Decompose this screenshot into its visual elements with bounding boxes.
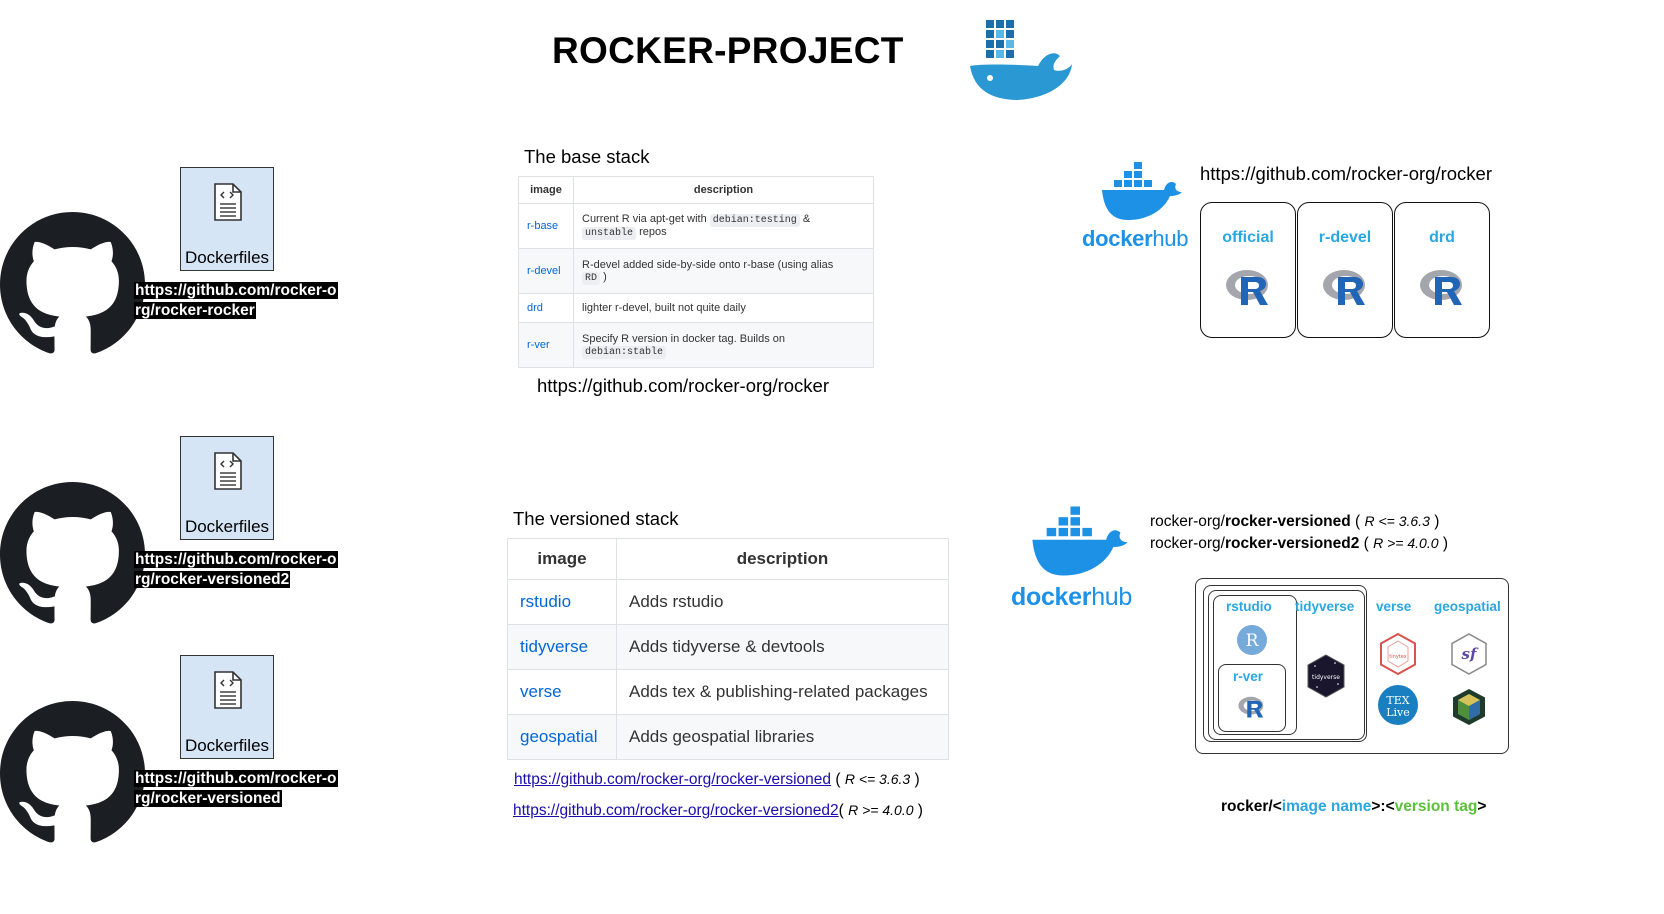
geospatial-label: geospatial — [1434, 599, 1501, 614]
docker-whale-icon — [1100, 160, 1184, 227]
rocker-versioned2-link[interactable]: https://github.com/rocker-org/rocker-ver… — [513, 802, 839, 819]
svg-text:tidyverse: tidyverse — [1312, 674, 1340, 681]
table-cell: Adds rstudio — [616, 579, 949, 625]
image-link[interactable]: tidyverse — [507, 624, 617, 670]
table-header: description — [573, 176, 874, 204]
rocker-logo-icon — [968, 20, 1074, 107]
image-card-official[interactable]: official — [1200, 202, 1296, 338]
texlive-icon: TEX Live — [1377, 684, 1419, 731]
tidyverse-hex-icon: tidyverse — [1307, 654, 1345, 703]
rstudio-icon: R — [1236, 624, 1268, 661]
svg-text:R: R — [1246, 631, 1260, 651]
image-link[interactable]: rstudio — [507, 579, 617, 625]
rstudio-label: rstudio — [1226, 599, 1272, 614]
dockerfiles-label: Dockerfiles — [184, 517, 270, 536]
base-stack-table: image description r-base Current R via a… — [518, 176, 874, 368]
versioned2-link-line: https://github.com/rocker-org/rocker-ver… — [513, 802, 923, 819]
table-row: tidyverse Adds tidyverse & devtools — [507, 624, 949, 670]
table-cell: Current R via apt-get with debian:testin… — [573, 203, 874, 249]
r-logo-icon — [1420, 270, 1462, 305]
rstudio-box[interactable] — [1213, 595, 1297, 735]
table-row: drd lighter r-devel, built not quite dai… — [518, 293, 874, 323]
table-header: image — [507, 538, 617, 580]
verse-label: verse — [1376, 599, 1412, 614]
docker-hub-logo: dockerhub — [1082, 226, 1189, 251]
image-link[interactable]: r-ver — [518, 322, 574, 368]
tinytex-hex-icon: tinytex — [1380, 632, 1416, 680]
rocker-versioned-link[interactable]: https://github.com/rocker-org/rocker-ver… — [514, 771, 832, 788]
table-row: r-ver Specify R version in docker tag. B… — [518, 322, 874, 368]
github-url[interactable]: https://github.com/rocker-o rg/rocker-ve… — [134, 770, 338, 807]
page-title: ROCKER-PROJECT — [552, 30, 904, 71]
svg-text:Live: Live — [1386, 706, 1410, 719]
dockerfiles-box: Dockerfiles — [180, 436, 274, 540]
tag-format: rocker/<image name>:<version tag> — [1221, 798, 1487, 815]
verse-box — [1203, 585, 1367, 742]
r-logo-icon — [1237, 695, 1267, 726]
table-cell: Adds tex & publishing-related packages — [616, 669, 949, 715]
table-header: description — [616, 538, 949, 580]
github-url[interactable]: https://github.com/rocker-o rg/rocker-ro… — [134, 282, 338, 319]
image-link[interactable]: r-base — [518, 203, 574, 249]
table-header: image — [518, 176, 574, 204]
sf-hex-icon: sf — [1451, 633, 1487, 680]
github-icon — [0, 701, 145, 851]
table-cell: Specify R version in docker tag. Builds … — [573, 322, 874, 368]
image-link[interactable]: verse — [507, 669, 617, 715]
r-logo-icon — [1226, 270, 1268, 305]
table-cell: Adds tidyverse & devtools — [616, 624, 949, 670]
table-row: rstudio Adds rstudio — [507, 579, 949, 625]
r-ver-label: r-ver — [1233, 669, 1264, 684]
github-url[interactable]: https://github.com/rocker-o rg/rocker-ve… — [134, 551, 338, 588]
versioned-stack-table: image description rstudio Adds rstudio t… — [507, 538, 949, 760]
repo-line: rocker-org/rocker-versioned ( R <= 3.6.3… — [1150, 513, 1440, 530]
versioned-link-line: https://github.com/rocker-org/rocker-ver… — [514, 771, 920, 788]
table-row: verse Adds tex & publishing-related pack… — [507, 669, 949, 715]
dockerfiles-label: Dockerfiles — [184, 736, 270, 755]
rocker-url[interactable]: https://github.com/rocker-org/rocker — [1200, 163, 1492, 184]
dockerfiles-label: Dockerfiles — [184, 248, 270, 267]
file-code-icon — [214, 183, 242, 221]
repo-line: rocker-org/rocker-versioned2 ( R >= 4.0.… — [1150, 535, 1448, 552]
base-stack-url[interactable]: https://github.com/rocker-org/rocker — [537, 375, 829, 396]
file-code-icon — [214, 452, 242, 490]
file-code-icon — [214, 671, 242, 709]
dockerfiles-box: Dockerfiles — [180, 167, 274, 271]
svg-text:sf: sf — [1462, 645, 1479, 663]
image-card-drd[interactable]: drd — [1394, 202, 1490, 338]
base-stack-title: The base stack — [524, 146, 650, 167]
tidyverse-box — [1208, 590, 1365, 740]
table-row: r-devel R-devel added side-by-side onto … — [518, 248, 874, 294]
table-row: geospatial Adds geospatial libraries — [507, 714, 949, 760]
docker-hub-logo: dockerhub — [1011, 583, 1132, 611]
image-card-r-devel[interactable]: r-devel — [1297, 202, 1393, 338]
versioned-outer-box — [1195, 578, 1509, 754]
r-logo-icon — [1323, 270, 1365, 305]
table-cell: R-devel added side-by-side onto r-base (… — [573, 248, 874, 294]
svg-text:TEX: TEX — [1386, 694, 1409, 707]
r-ver-box[interactable] — [1218, 664, 1286, 732]
svg-text:tinytex: tinytex — [1389, 654, 1406, 660]
geospatial-hex-icon — [1452, 688, 1486, 731]
image-link[interactable]: geospatial — [507, 714, 617, 760]
github-icon — [0, 212, 145, 362]
table-row: r-base Current R via apt-get with debian… — [518, 203, 874, 249]
table-cell: Adds geospatial libraries — [616, 714, 949, 760]
github-icon — [0, 482, 145, 632]
image-link[interactable]: drd — [518, 293, 574, 323]
docker-whale-icon — [1030, 504, 1130, 583]
dockerfiles-box: Dockerfiles — [180, 655, 274, 759]
image-link[interactable]: r-devel — [518, 248, 574, 294]
tidyverse-label: tidyverse — [1295, 599, 1355, 614]
versioned-stack-title: The versioned stack — [513, 508, 679, 529]
table-cell: lighter r-devel, built not quite daily — [573, 293, 874, 323]
